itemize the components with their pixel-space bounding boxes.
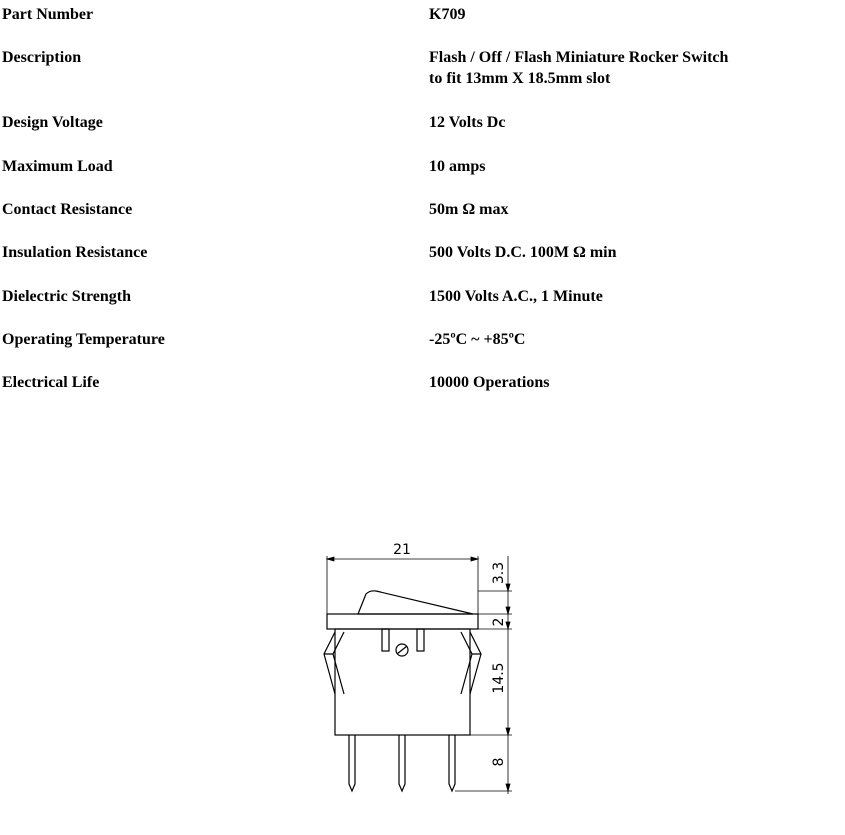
terminal-pin [448,735,456,793]
spec-value: K709 [429,4,465,25]
spec-value-line: 10000 Operations [429,374,550,391]
snap-clip-left [323,631,345,695]
spec-value: 50m Ω max [429,199,508,220]
arrowhead [505,583,511,593]
spec-label: Insulation Resistance [2,244,148,261]
dimension-label-width: 21 [393,542,411,558]
width-dimension [325,556,480,614]
spec-value-line: 12 Volts Dc [429,114,506,131]
arrowhead [470,556,480,562]
snap-clip-right [460,631,482,695]
spec-value-line: to fit 13mm X 18.5mm slot [429,70,611,87]
spec-value: 12 Volts Dc [429,112,505,133]
switch-body [334,628,471,736]
contact-tab [416,628,425,652]
height-dimensions [455,556,512,794]
spec-value-line: 1500 Volts A.C., 1 Minute [429,288,603,305]
spec-label: Dielectric Strength [2,288,131,305]
screw-slot [396,645,408,655]
arrowhead [505,606,511,616]
spec-value-line: 50m Ω max [429,201,509,218]
terminal-pin [348,735,356,793]
rocker-actuator [357,590,474,615]
spec-label: Contact Resistance [2,201,133,218]
spec-label: Electrical Life [2,374,100,391]
spec-label: Part Number [2,6,94,23]
pivot-screw-icon [395,643,409,657]
dimension-label-terminal: 8 [491,758,507,767]
spec-value: 500 Volts D.C. 100M Ω min [429,242,617,263]
bezel [326,613,479,630]
terminal-pin [398,735,406,793]
spec-value: 10 amps [429,156,485,177]
spec-value: 1500 Volts A.C., 1 Minute [429,286,603,307]
spec-value-line: -25ºC ~ +85ºC [429,331,526,348]
spec-value: Flash / Off / Flash Miniature Rocker Swi… [429,47,728,89]
arrowhead [325,556,335,562]
dimension-label-body: 14.5 [491,662,507,693]
dimension-label-bezel: 2 [491,618,507,627]
spec-value-line: Flash / Off / Flash Miniature Rocker Swi… [429,49,729,66]
spec-label: Description [2,49,82,66]
spec-value-line: 500 Volts D.C. 100M Ω min [429,244,617,261]
spec-label: Operating Temperature [2,331,165,348]
arrowhead [505,783,511,793]
spec-value-line: 10 amps [429,158,486,175]
spec-value: -25ºC ~ +85ºC [429,329,525,350]
dimension-label-rocker: 3.3 [491,562,507,584]
spec-label: Design Voltage [2,114,103,131]
arrowhead [505,727,511,737]
spec-value-line: K709 [429,6,466,23]
arrowhead [505,621,511,631]
spec-value: 10000 Operations [429,372,549,393]
contact-tab [381,628,390,652]
spec-label: Maximum Load [2,158,113,175]
